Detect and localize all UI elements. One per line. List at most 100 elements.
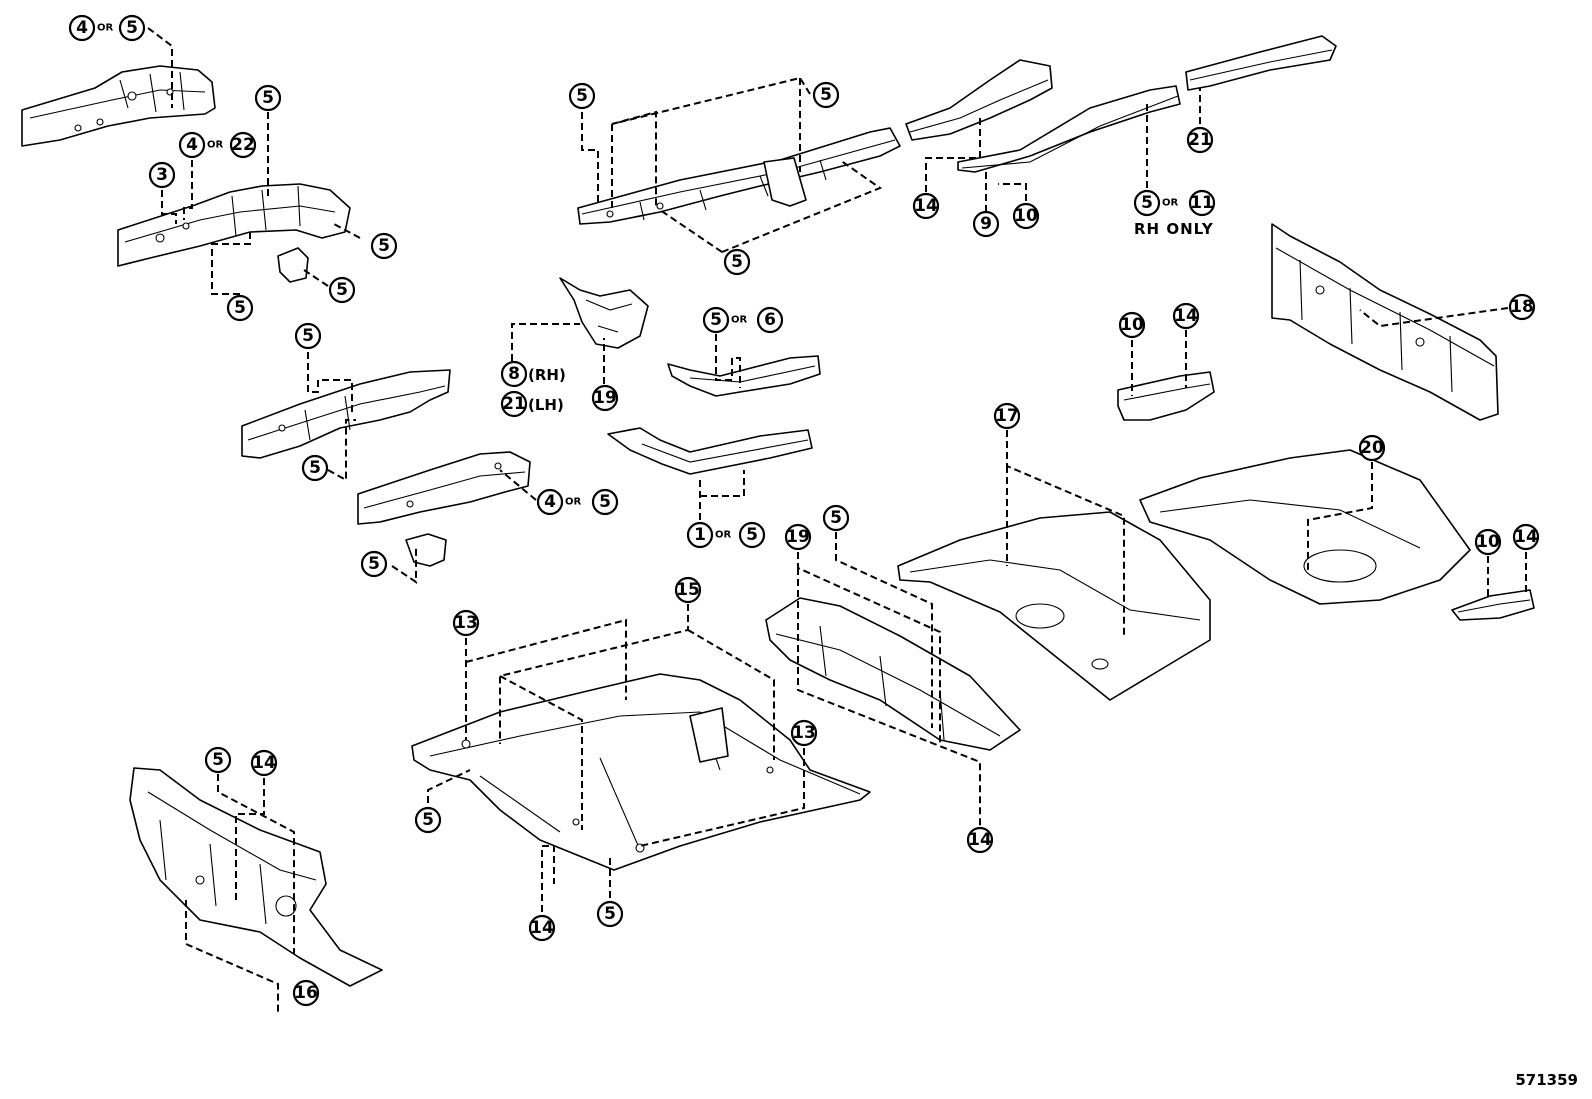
callout-16: 16: [292, 979, 320, 1007]
svg-text:4: 4: [186, 135, 198, 155]
part-floor-crossmember: [607, 355, 821, 475]
part-dash-panel: [129, 767, 383, 987]
callout-5: 5: [294, 322, 322, 350]
part-rear-side-member: [905, 35, 1337, 173]
callout-13: 13: [790, 719, 818, 747]
callout-4: 4: [536, 488, 564, 516]
callout-22: 22: [229, 131, 257, 159]
part-rear-panel: [1271, 223, 1499, 421]
callout-5: 5: [226, 294, 254, 322]
svg-text:14: 14: [1174, 306, 1198, 326]
callout-10: 10: [1012, 202, 1040, 230]
callout-5: 5: [596, 900, 624, 928]
callout-14: 14: [966, 826, 994, 854]
svg-text:15: 15: [676, 580, 700, 600]
callout-15: 15: [674, 576, 702, 604]
part-wheelhouse: [559, 277, 649, 349]
callout-4: 4: [178, 131, 206, 159]
svg-text:5: 5: [599, 492, 611, 512]
part-mid-side-member: [241, 369, 451, 459]
part-front-floor-pan: [411, 673, 871, 871]
svg-text:14: 14: [968, 830, 992, 850]
svg-text:3: 3: [156, 165, 168, 185]
svg-text:22: 22: [231, 135, 255, 155]
callout-10: 10: [1118, 311, 1146, 339]
or-label: OR: [207, 140, 224, 151]
callout-21: 21: [1186, 126, 1214, 154]
callout-14: 14: [250, 749, 278, 777]
svg-text:5: 5: [302, 326, 314, 346]
svg-text:5: 5: [234, 298, 246, 318]
part-front-side-member: [117, 183, 351, 283]
svg-text:14: 14: [1514, 527, 1538, 547]
part-front-upper-rail: [21, 65, 216, 147]
svg-text:4: 4: [544, 492, 556, 512]
lh-label: (LH): [528, 396, 564, 414]
callout-19: 19: [784, 523, 812, 551]
svg-text:5: 5: [309, 458, 321, 478]
svg-text:5: 5: [378, 236, 390, 256]
svg-text:5: 5: [604, 904, 616, 924]
svg-text:5: 5: [830, 508, 842, 528]
leader-lines: [147, 27, 1527, 1014]
svg-text:5: 5: [1141, 193, 1153, 213]
diagram-number: 571359: [1515, 1071, 1578, 1089]
callout-1: 1: [686, 521, 714, 549]
svg-text:5: 5: [262, 88, 274, 108]
svg-text:10: 10: [1476, 532, 1500, 552]
callout-4: 4: [68, 14, 96, 42]
callout-3: 3: [148, 161, 176, 189]
or-label: OR: [1162, 198, 1179, 209]
svg-text:19: 19: [593, 388, 617, 408]
svg-text:5: 5: [746, 525, 758, 545]
svg-text:5: 5: [731, 252, 743, 272]
callout-18: 18: [1508, 293, 1536, 321]
svg-text:13: 13: [792, 723, 816, 743]
svg-text:13: 13: [454, 613, 478, 633]
callout-5: 5: [738, 521, 766, 549]
part-illustrations: [21, 35, 1535, 987]
svg-text:11: 11: [1190, 193, 1214, 213]
or-label: OR: [565, 497, 582, 508]
svg-text:14: 14: [914, 196, 938, 216]
callout-5: 5: [702, 306, 730, 334]
callout-5: 5: [118, 14, 146, 42]
callout-8: 8: [500, 360, 528, 388]
svg-text:5: 5: [576, 86, 588, 106]
svg-text:5: 5: [820, 85, 832, 105]
callout-14: 14: [1512, 523, 1540, 551]
callout-10: 10: [1474, 528, 1502, 556]
callout-17: 17: [993, 402, 1021, 430]
callout-5: 5: [568, 82, 596, 110]
callout-5: 5: [1133, 189, 1161, 217]
svg-text:21: 21: [1188, 130, 1212, 150]
callout-14: 14: [912, 192, 940, 220]
svg-text:8: 8: [508, 364, 520, 384]
svg-text:16: 16: [294, 983, 318, 1003]
callout-13: 13: [452, 609, 480, 637]
part-rocker-panel: [577, 127, 901, 225]
svg-text:5: 5: [126, 18, 138, 38]
callout-5: 5: [301, 454, 329, 482]
callouts: 4 OR 5 5 4 OR 22 3 5 5 5 5 5 4 OR 5 5 5 …: [68, 14, 1540, 1007]
callout-5: 5: [822, 504, 850, 532]
callout-5: 5: [723, 248, 751, 276]
svg-text:18: 18: [1510, 297, 1534, 317]
callout-20: 20: [1358, 434, 1386, 462]
rh-label: (RH): [528, 366, 566, 384]
callout-5: 5: [204, 746, 232, 774]
or-label: OR: [731, 315, 748, 326]
callout-11: 11: [1188, 189, 1216, 217]
callout-21: 21: [500, 390, 528, 418]
callout-6: 6: [756, 306, 784, 334]
svg-text:1: 1: [694, 525, 706, 545]
svg-text:9: 9: [980, 214, 992, 234]
svg-text:21: 21: [502, 394, 526, 414]
callout-5: 5: [254, 84, 282, 112]
callout-14: 14: [528, 914, 556, 942]
svg-text:10: 10: [1014, 206, 1038, 226]
callout-5: 5: [591, 488, 619, 516]
rh-only-note: RH ONLY: [1134, 220, 1214, 238]
callout-5: 5: [812, 81, 840, 109]
